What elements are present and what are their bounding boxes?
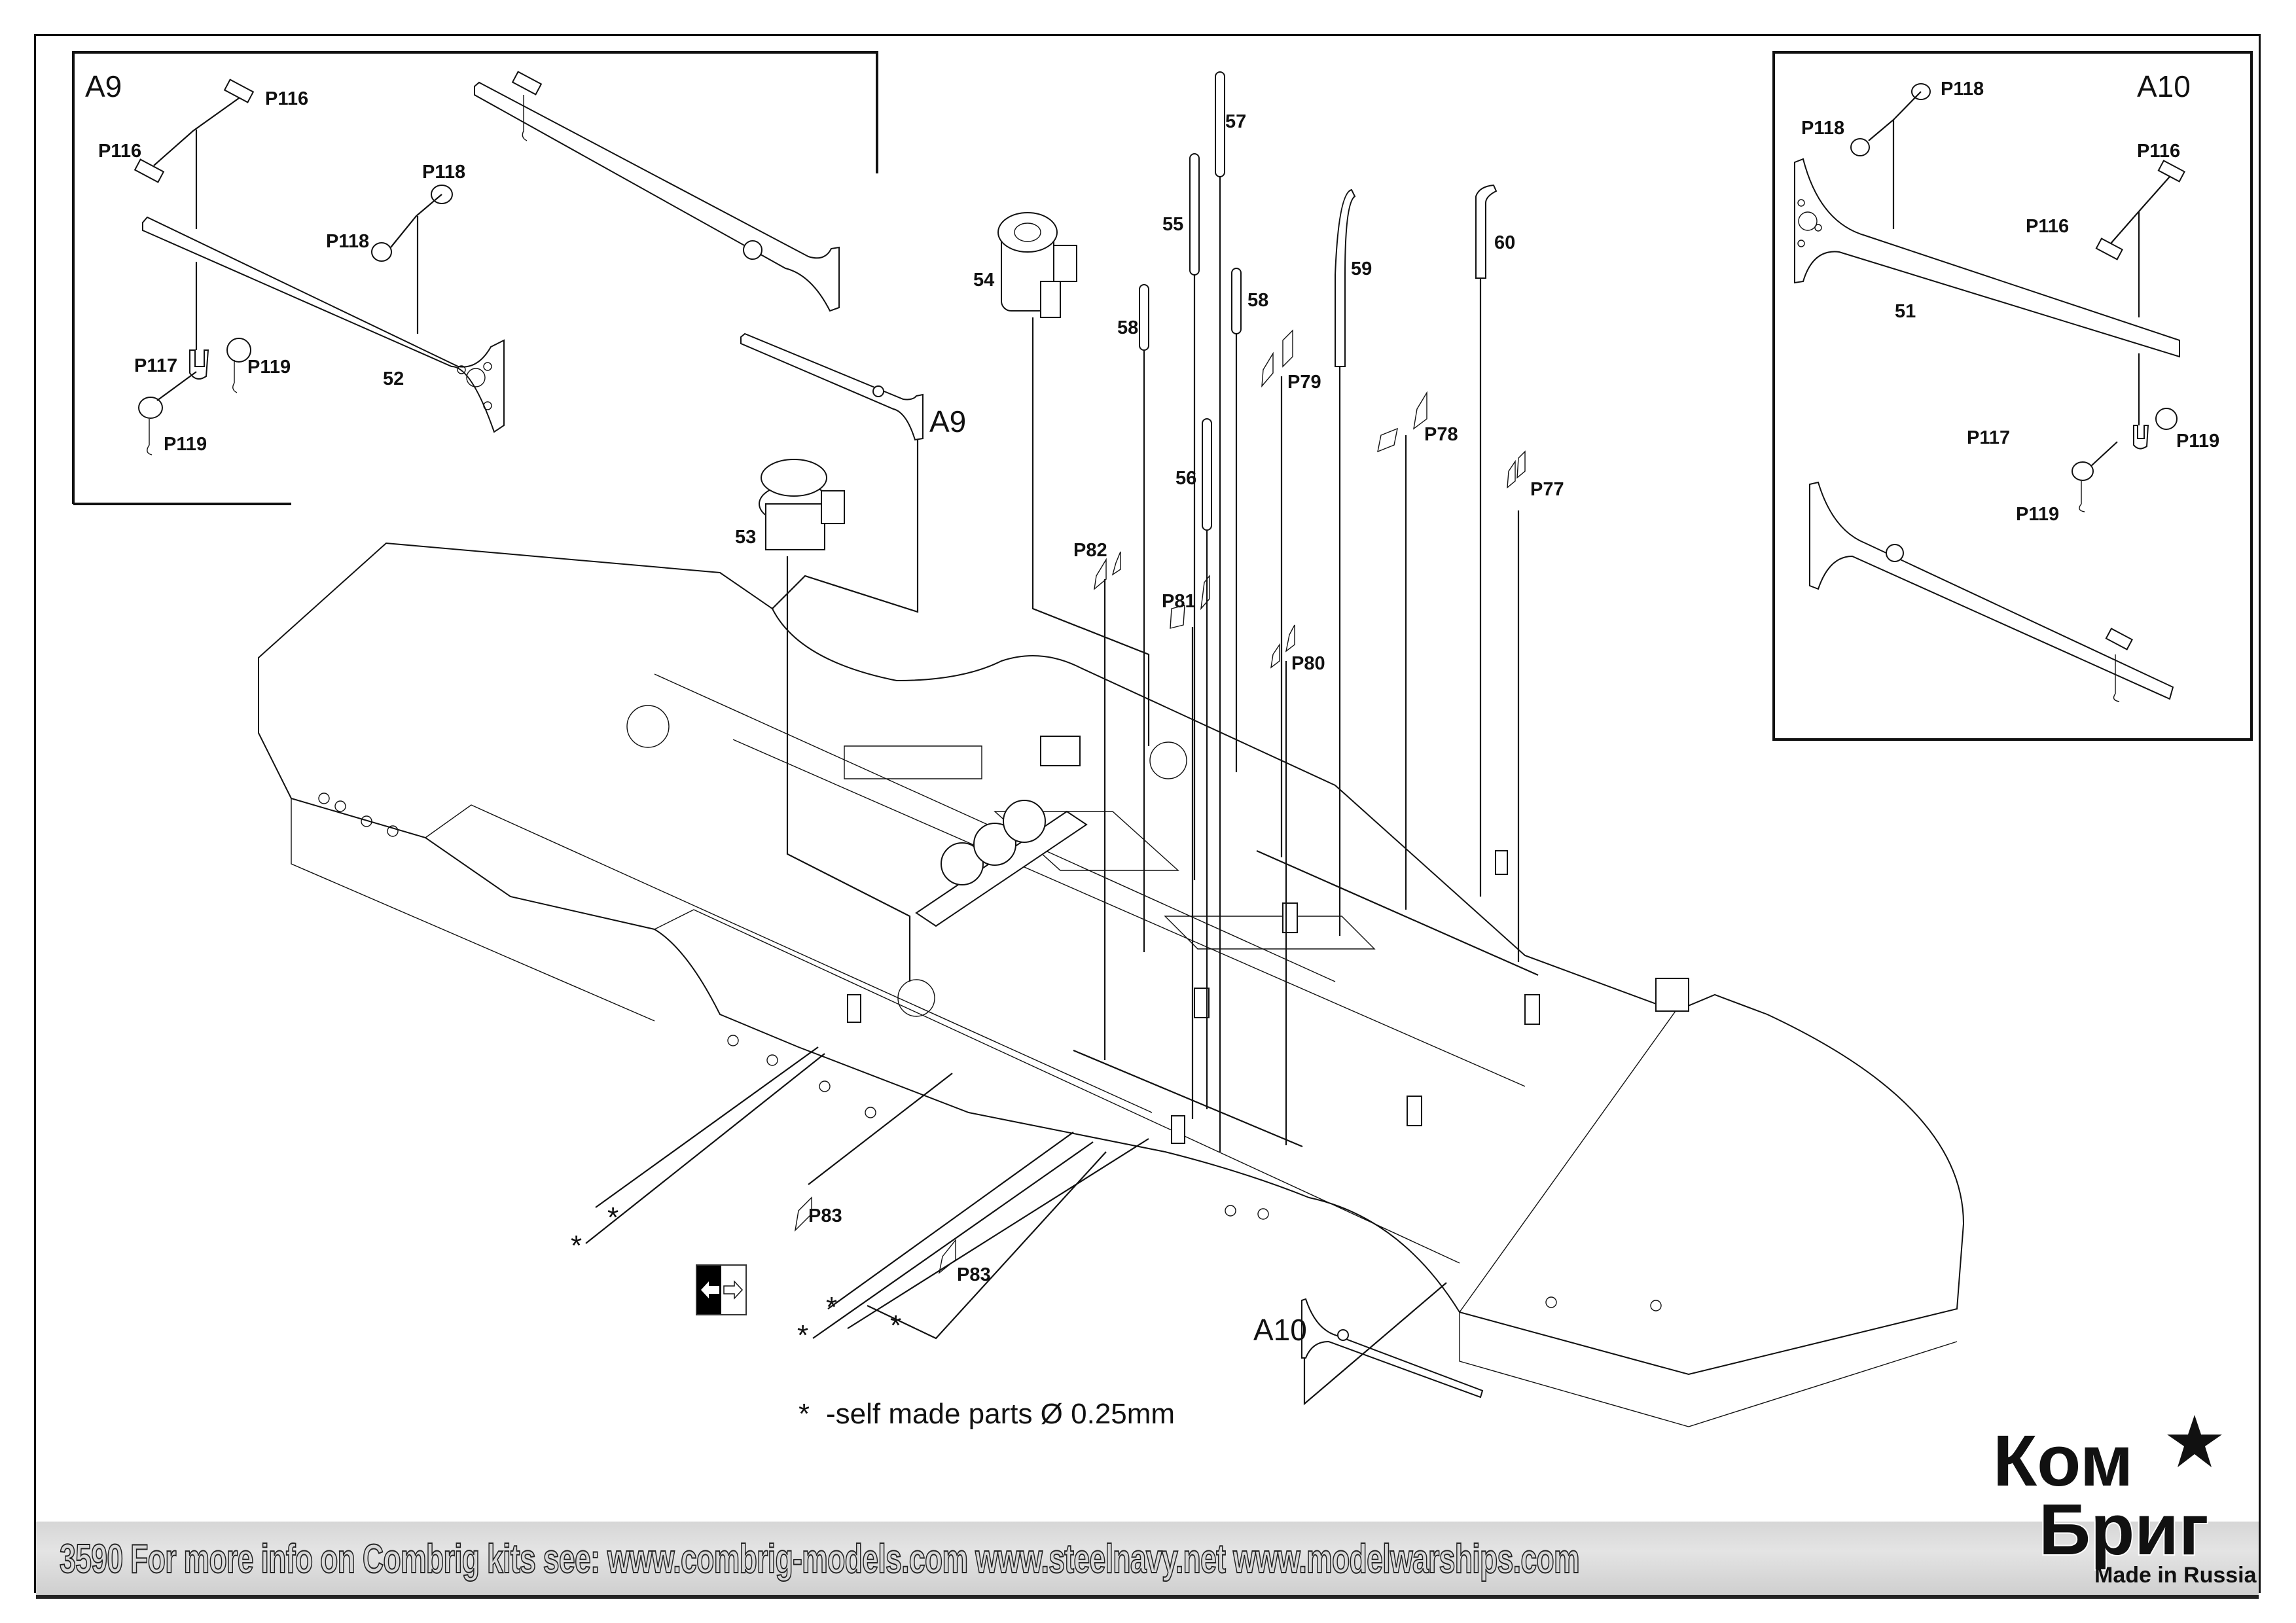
label-a10-assembly: A10 [1253,1313,1307,1347]
part-p116-top-a10 [2157,160,2186,183]
part-p116-left-a10 [2095,238,2124,260]
label-59: 59 [1351,259,1372,279]
part-p118-left [371,242,392,262]
label-p117-a10: P117 [1967,427,2010,448]
leader-a10 [1303,1282,1447,1406]
asterisk-marker: * [797,1319,808,1351]
label-54: 54 [973,270,994,291]
arrow-p118-a10 [1868,91,1922,141]
arrow-p116 [153,98,240,166]
label-p77: P77 [1530,479,1564,500]
made-in-russia-label: Made in Russia [2094,1563,2257,1588]
arrow-p116-a10 [2110,176,2170,244]
label-p78: P78 [1424,424,1458,445]
label-57: 57 [1225,111,1246,132]
assembled-davit-a9 [740,332,924,441]
deck-outline [258,542,1965,1376]
asterisk-marker: * [826,1291,837,1323]
part-p117-a10 [2133,425,2149,450]
asterisk-marker: * [607,1202,619,1234]
combrig-logo: Ком Бриг [1992,1415,2222,1571]
label-p116-left: P116 [98,141,141,162]
footer-website-links: 3590 For more info on Combrig kits see: … [59,1536,1580,1582]
label-51: 51 [1895,301,1916,322]
leader-54 [1031,317,1150,746]
page-flip-arrows-icon[interactable] [696,1264,747,1315]
logo-line1: Ком [1993,1421,2133,1501]
label-p118-top-a10: P118 [1941,79,1984,99]
part-52-davit [142,216,505,433]
label-56: 56 [1175,468,1196,489]
label-60: 60 [1494,232,1515,253]
label-55: 55 [1162,214,1183,235]
assembled-davit-a10 [1301,1298,1484,1399]
label-p82: P82 [1073,540,1107,561]
asterisk-marker: * [890,1310,901,1342]
arrow-p119 [156,371,197,401]
label-p83-left: P83 [808,1205,842,1226]
deck-fittings [847,850,1540,1144]
note-asterisk: * [798,1398,810,1430]
windlass-machinery [915,736,1088,927]
label-p119-left-a10: P119 [2016,504,2059,525]
ship-deck-assembly [258,542,1965,1427]
label-p118-left-a10: P118 [1801,118,1844,139]
rod-parts [1139,71,1498,531]
star-hammer-sickle-icon [2167,1415,2222,1467]
label-p81: P81 [1162,591,1196,612]
inset-a9-title: A9 [85,69,122,103]
part-p119-left [138,397,163,419]
rail-strip-lower [1073,1049,1303,1148]
label-p116-top: P116 [265,88,308,109]
inset-a10-border [1772,51,2253,741]
label-p119-right: P119 [247,357,291,378]
assembly-leader-lines [1103,177,1520,1152]
assembled-davit-a9-inset [474,71,840,312]
part-p119-right [226,338,251,363]
hull-side-fittings [318,793,1662,1311]
arrow-p118 [390,194,442,248]
leader-a9 [772,440,919,613]
part-p116-left [134,158,165,183]
part-p119-left-a10 [2072,461,2094,481]
rail-strip-upper [1256,849,1539,976]
footer-bar: 3590 For more info on Combrig kits see: … [36,1522,2259,1599]
inset-a10: A10 51 P118 P118 P116 P116 P117 P119 P11… [1772,51,2253,741]
label-p118-left: P118 [326,231,369,252]
asterisk-marker: * [571,1230,582,1262]
label-p117: P117 [134,355,177,376]
label-58-right: 58 [1247,290,1268,311]
part-51-davit [1794,158,2180,358]
part-53-capstan [759,459,845,550]
label-p118-top: P118 [422,162,465,183]
label-52: 52 [383,368,404,389]
label-58-left: 58 [1117,317,1138,338]
part-54-capstan [997,212,1077,318]
inset-a9: A9 52 P116 P116 P118 P118 P117 P119 P119 [72,51,878,505]
inset-a10-title: A10 [2137,69,2191,103]
part-p119-right-a10 [2155,408,2178,430]
label-p119-right-a10: P119 [2176,431,2219,452]
assembled-davit-a10-inset [1809,481,2174,702]
label-a9-assembly: A9 [929,404,966,438]
label-p79: P79 [1287,372,1321,393]
label-p116-top-a10: P116 [2137,141,2180,162]
self-made-rods [585,1046,1149,1340]
inset-a9-border [72,51,878,504]
leader-53 [786,556,911,982]
self-made-parts-note: -self made parts Ø 0.25mm [826,1398,1175,1430]
label-p116-left-a10: P116 [2026,216,2069,237]
label-p83-right: P83 [957,1264,991,1285]
logo-line2: Бриг [2039,1489,2209,1570]
label-p80: P80 [1291,653,1325,674]
part-p116-top [223,79,255,103]
part-p118-left-a10 [1850,138,1870,156]
label-p119-left: P119 [164,434,207,455]
label-53: 53 [735,527,756,548]
